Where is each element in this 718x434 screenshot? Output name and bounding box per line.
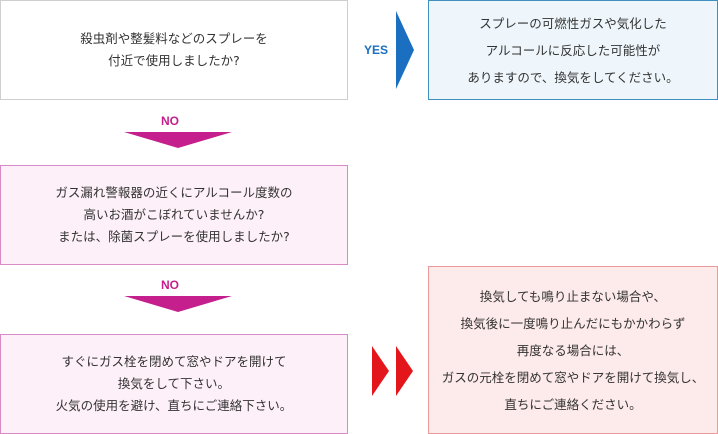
answer-yes-box: スプレーの可燃性ガスや気化した アルコールに反応した可能性が ありますので、換気… (428, 0, 718, 100)
question-2-line: または、除菌スプレーを使用しましたか? (58, 229, 290, 244)
no-label-2: NO (161, 278, 179, 292)
answer-followup-line: 再度なる場合には、 (516, 342, 630, 358)
followup-arrow-2-icon (396, 346, 413, 396)
question-2-line: 高いお酒がこぼれていませんか? (83, 207, 265, 222)
question-1-line: 殺虫剤や整髪料などのスプレーを (80, 31, 268, 46)
answer-followup-line: 換気後に一度鳴り止んだにもかかわらず (460, 315, 686, 331)
yes-label: YES (363, 43, 388, 57)
answer-no-box: すぐにガス栓を閉めて窓やドアを開けて 換気をして下さい。 火気の使用を避け、直ち… (0, 334, 348, 434)
answer-followup-line: ガスの元栓を閉めて窓やドアを開けて換気し、 (441, 369, 705, 385)
answer-followup-line: 換気しても鳴り止まない場合や、 (479, 288, 667, 304)
followup-arrow-1-icon (372, 346, 389, 396)
answer-followup-line: 直ちにご連絡ください。 (504, 396, 642, 412)
no-arrow-1-icon (124, 132, 232, 148)
question-2-line: ガス漏れ警報器の近くにアルコール度数の (55, 185, 293, 200)
no-label-1: NO (161, 114, 179, 128)
answer-yes-line: スプレーの可燃性ガスや気化した (479, 15, 667, 31)
answer-no-line: 火気の使用を避け、直ちにご連絡下さい。 (55, 398, 293, 413)
answer-yes-line: アルコールに反応した可能性が (485, 42, 661, 58)
answer-no-line: 換気をして下さい。 (117, 376, 231, 391)
yes-arrow-icon (396, 11, 414, 89)
answer-yes-line: ありますので、換気をしてください。 (467, 69, 679, 85)
question-1-box: 殺虫剤や整髪料などのスプレーを 付近で使用しましたか? (0, 0, 348, 100)
question-1-line: 付近で使用しましたか? (108, 53, 240, 68)
no-arrow-2-icon (124, 296, 232, 312)
question-2-box: ガス漏れ警報器の近くにアルコール度数の 高いお酒がこぼれていませんか? または、… (0, 165, 348, 265)
answer-no-line: すぐにガス栓を閉めて窓やドアを開けて (61, 354, 287, 369)
answer-followup-box: 換気しても鳴り止まない場合や、 換気後に一度鳴り止んだにもかかわらず 再度なる場… (428, 266, 718, 434)
